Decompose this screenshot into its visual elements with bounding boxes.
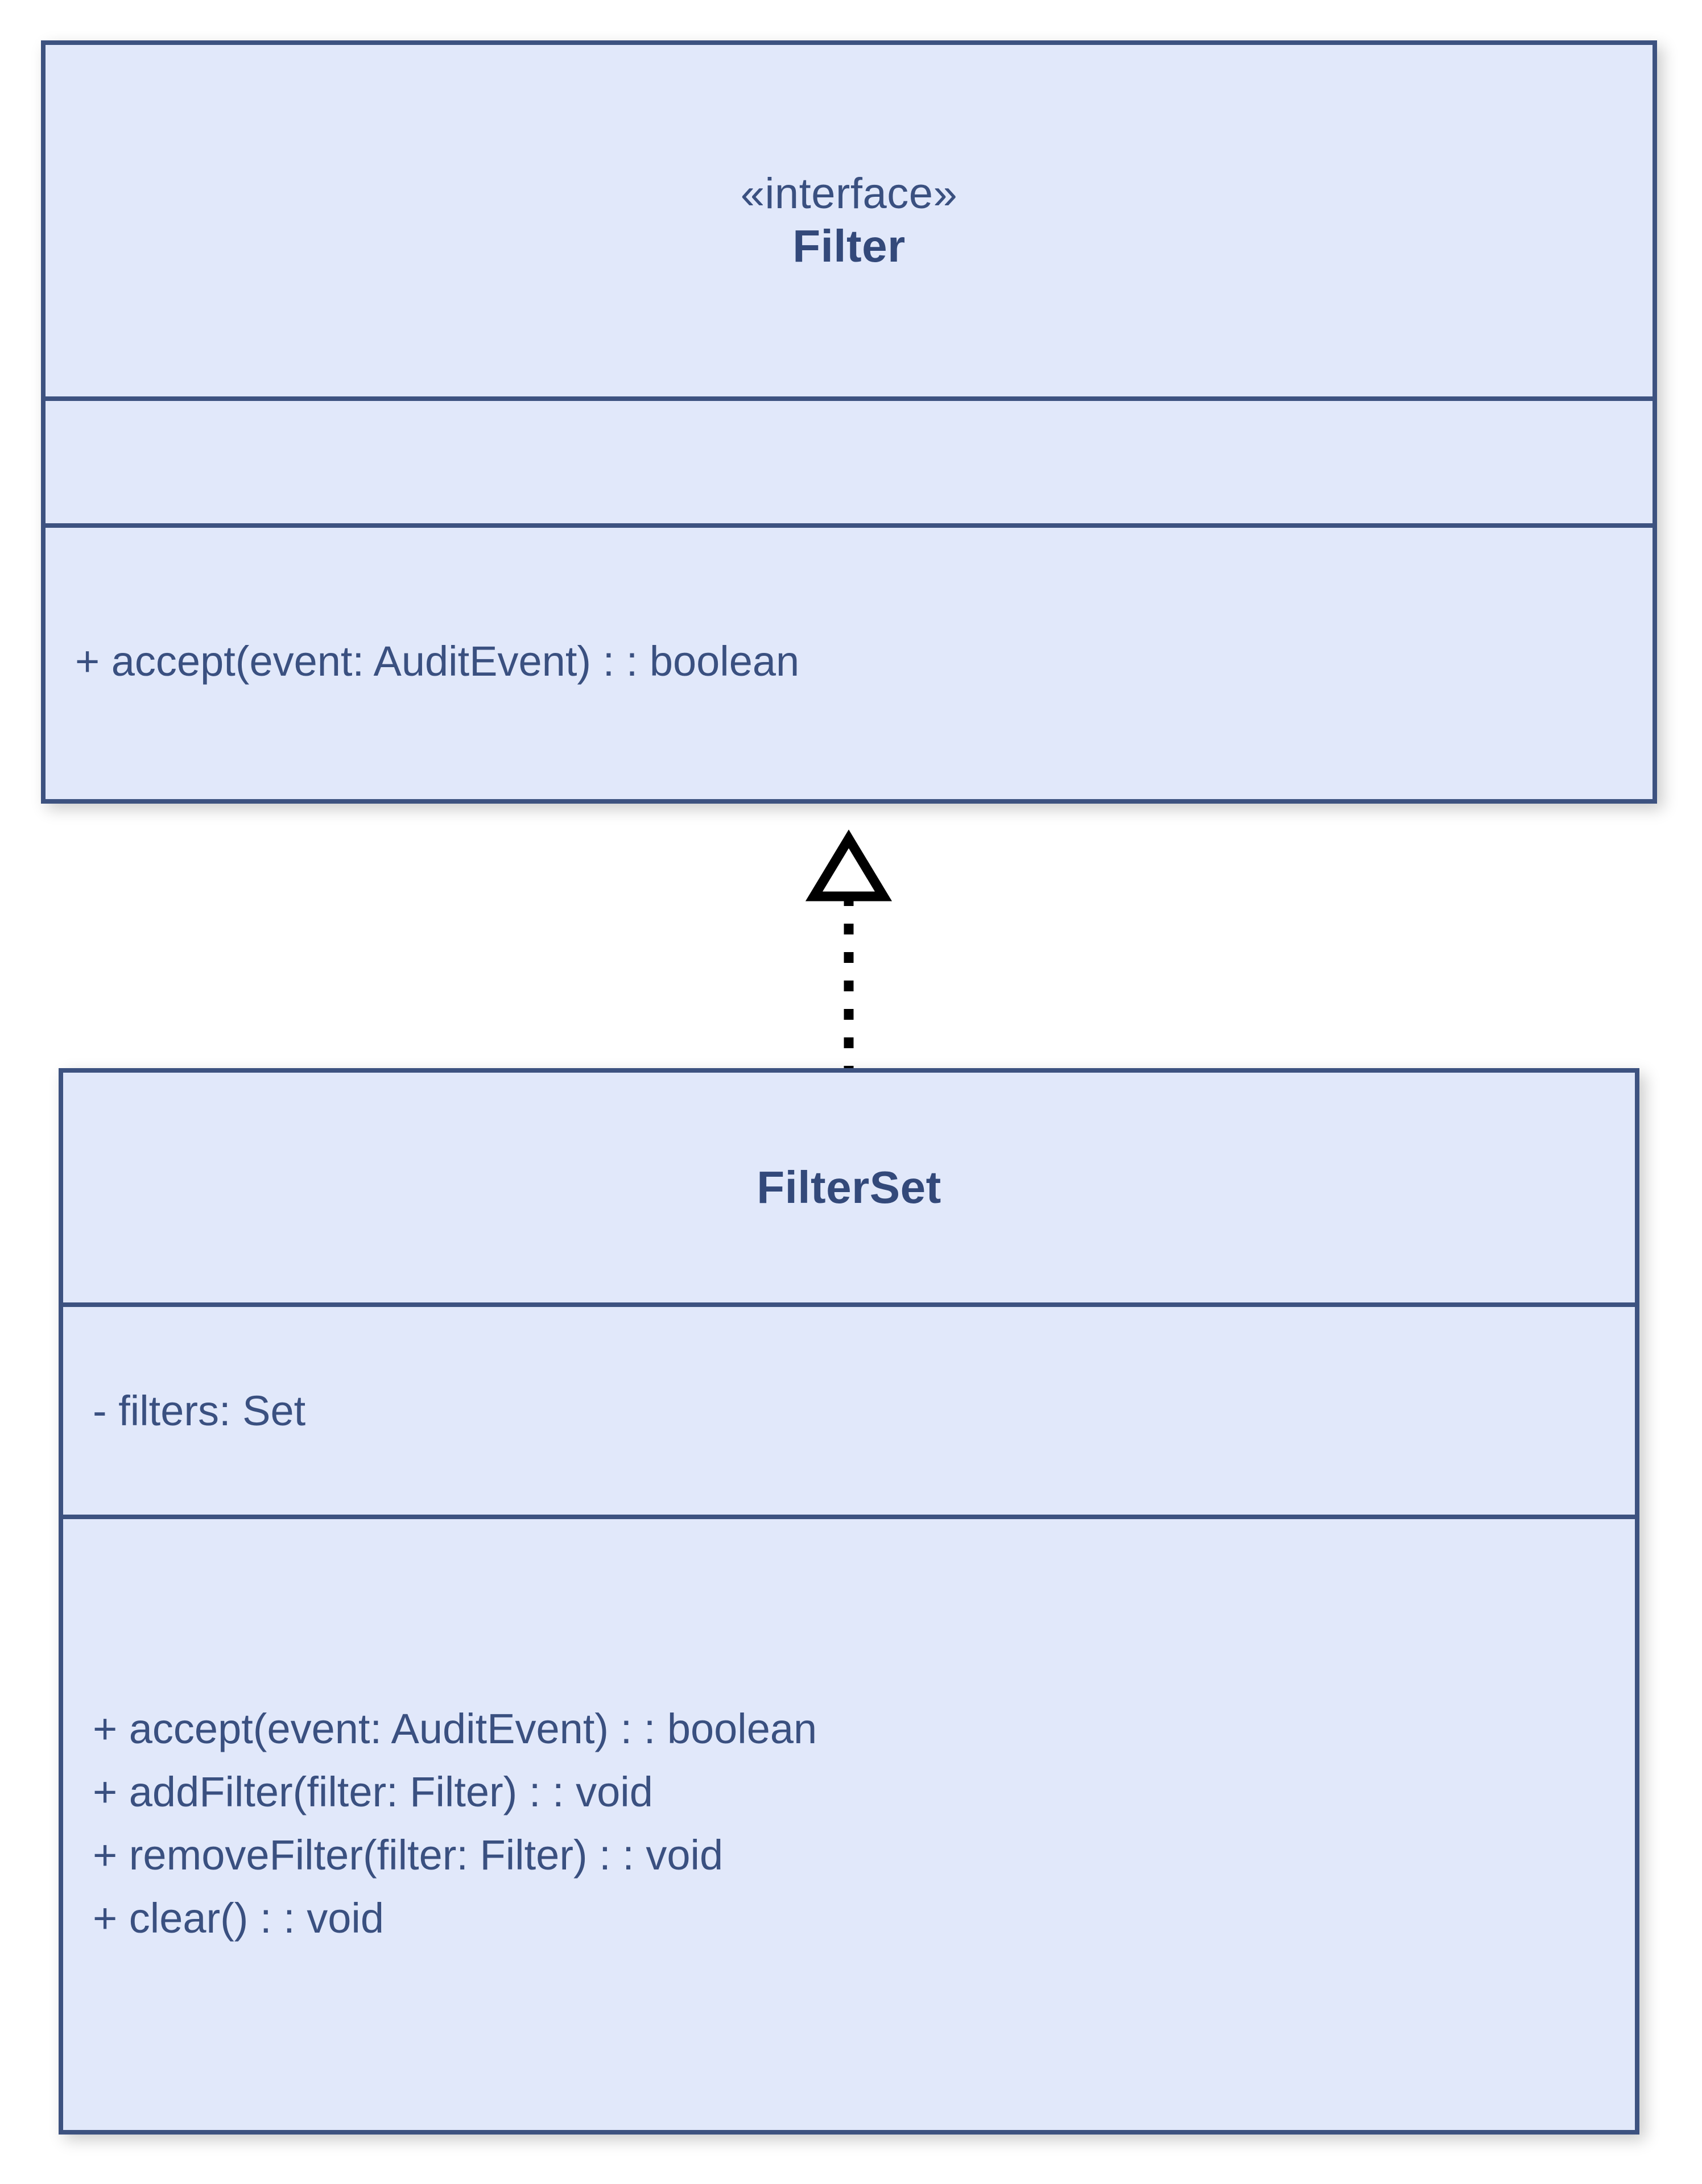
class-methods-filter: + accept(event: AuditEvent) : : boolean <box>46 523 1653 795</box>
method-line: + removeFilter(filter: Filter) : : void <box>93 1831 724 1879</box>
attribute-line: - filters: Set <box>93 1387 306 1434</box>
hollow-triangle-arrowhead <box>805 829 893 901</box>
class-methods-filterset: + accept(event: AuditEvent) : : boolean … <box>63 1515 1635 2128</box>
method-line: + accept(event: AuditEvent) : : boolean <box>93 1705 817 1752</box>
realization-arrow-filterset-to-filter <box>796 804 910 1077</box>
class-name-label: FilterSet <box>757 1161 941 1213</box>
class-header-filter: «interface» Filter <box>46 45 1653 396</box>
class-attributes-filter <box>46 396 1653 523</box>
method-line: + addFilter(filter: Filter) : : void <box>93 1768 653 1815</box>
method-line: + clear() : : void <box>93 1895 385 1942</box>
class-name-label: Filter <box>792 220 906 271</box>
class-box-filterset[interactable]: FilterSet - filters: Set + accept(event:… <box>59 1068 1639 2135</box>
class-attributes-filterset: - filters: Set <box>63 1302 1635 1515</box>
class-box-filter[interactable]: «interface» Filter + accept(event: Audit… <box>41 40 1657 804</box>
method-line: + accept(event: AuditEvent) : : boolean <box>75 638 800 685</box>
class-header-filterset: FilterSet <box>63 1073 1635 1302</box>
stereotype-label: «interface» <box>740 169 958 218</box>
